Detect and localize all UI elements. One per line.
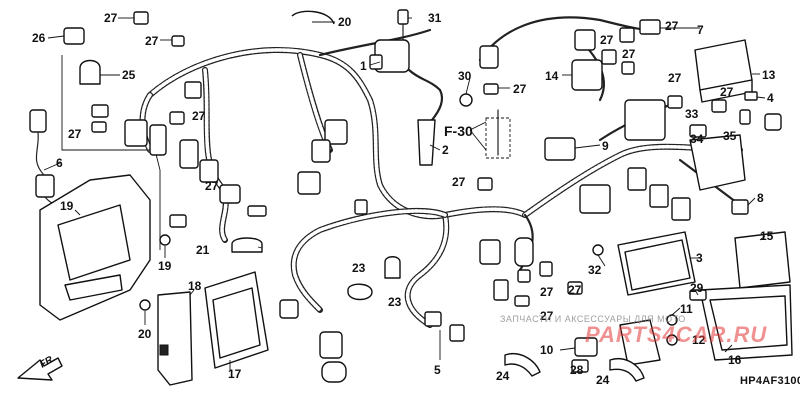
callout-26: 26: [32, 31, 46, 45]
callout-12: 12: [692, 333, 706, 347]
callout-28: 28: [570, 363, 584, 377]
part-10-connector: [574, 337, 598, 357]
callout-27: 27: [452, 175, 466, 189]
callout-10: 10: [540, 343, 554, 357]
parts: [29, 9, 793, 386]
part-15-ecm: [734, 231, 791, 289]
part-21-band: [291, 10, 335, 25]
callout-23: 23: [352, 261, 366, 275]
callout-1: 1: [360, 59, 367, 73]
part-6-sensor: [29, 109, 47, 133]
callout-27: 27: [192, 109, 206, 123]
part-2-plug-cap: [417, 119, 436, 166]
callout-27: 27: [665, 19, 679, 33]
part-25-clamp: [79, 59, 101, 85]
part-14-relay: [571, 59, 603, 91]
callout-24: 24: [496, 369, 510, 383]
callout-27: 27: [68, 127, 82, 141]
callout-35: 35: [723, 129, 737, 143]
callout-34: 34: [690, 132, 704, 146]
callout-27: 27: [513, 82, 527, 96]
callout-23: 23: [388, 295, 402, 309]
callout-20: 20: [138, 327, 152, 341]
callout-27: 27: [205, 179, 219, 193]
callout-15: 15: [760, 229, 774, 243]
callout-6: 6: [56, 156, 63, 170]
ref-label-f30: F-30: [444, 123, 473, 139]
callout-21: 20: [338, 15, 352, 29]
callout-27: 27: [104, 11, 118, 25]
callout-17: 17: [228, 367, 242, 381]
callout-27: 27: [668, 71, 682, 85]
callout-33: 33: [685, 107, 699, 121]
callout-5: 5: [434, 363, 441, 377]
callout-32: 32: [588, 263, 602, 277]
part-18-bracket: [157, 291, 193, 386]
front-direction-arrow: FR.: [17, 353, 63, 381]
callout-3: 3: [696, 251, 703, 265]
callout-25: 25: [122, 68, 136, 82]
callout-30: 30: [458, 69, 472, 83]
diagram-code: HP4AF3100: [740, 375, 800, 387]
callout-9: 9: [602, 139, 609, 153]
callout-27: 27: [720, 85, 734, 99]
callout-27: 27: [622, 47, 636, 61]
callout-31: 31: [428, 11, 442, 25]
callout-24: 24: [596, 373, 610, 387]
callout-14: 14: [545, 69, 559, 83]
callout-27: 27: [540, 285, 554, 299]
watermark-subtitle: ЗАПЧАСТИ И АКСЕССУАРЫ ДЛЯ МОТО: [500, 314, 686, 324]
callout-16: 16: [728, 353, 742, 367]
callout-7: 7: [697, 23, 704, 37]
callout-13: 13: [762, 68, 776, 82]
callout-2: 2: [442, 143, 449, 157]
callout-27: 27: [145, 34, 159, 48]
callout-18: 18: [188, 279, 202, 293]
callout-27: 27: [540, 309, 554, 323]
callout-29: 29: [690, 281, 704, 295]
leader-lines: [43, 17, 766, 370]
watermark: ЗАПЧАСТИ И АКСЕССУАРЫ ДЛЯ МОТО PARTS4CAR…: [500, 314, 767, 347]
callout-27: 27: [568, 283, 582, 297]
callout-11: 11: [680, 302, 693, 316]
callout-27: 27: [600, 33, 614, 47]
callout-8: 8: [757, 191, 764, 205]
callout-19: 19: [60, 199, 74, 213]
watermark-brand: PARTS4CAR.RU: [585, 322, 767, 347]
part-22-band: [231, 237, 263, 253]
part-26-clip: [63, 27, 85, 45]
callout-20: 19: [158, 259, 172, 273]
callout-22: 21: [196, 243, 210, 257]
callout-labels: 27 27 26 20 31 25 1 2 30 27 14 27 7 27 2…: [17, 11, 800, 387]
callout-4: 4: [767, 91, 774, 105]
